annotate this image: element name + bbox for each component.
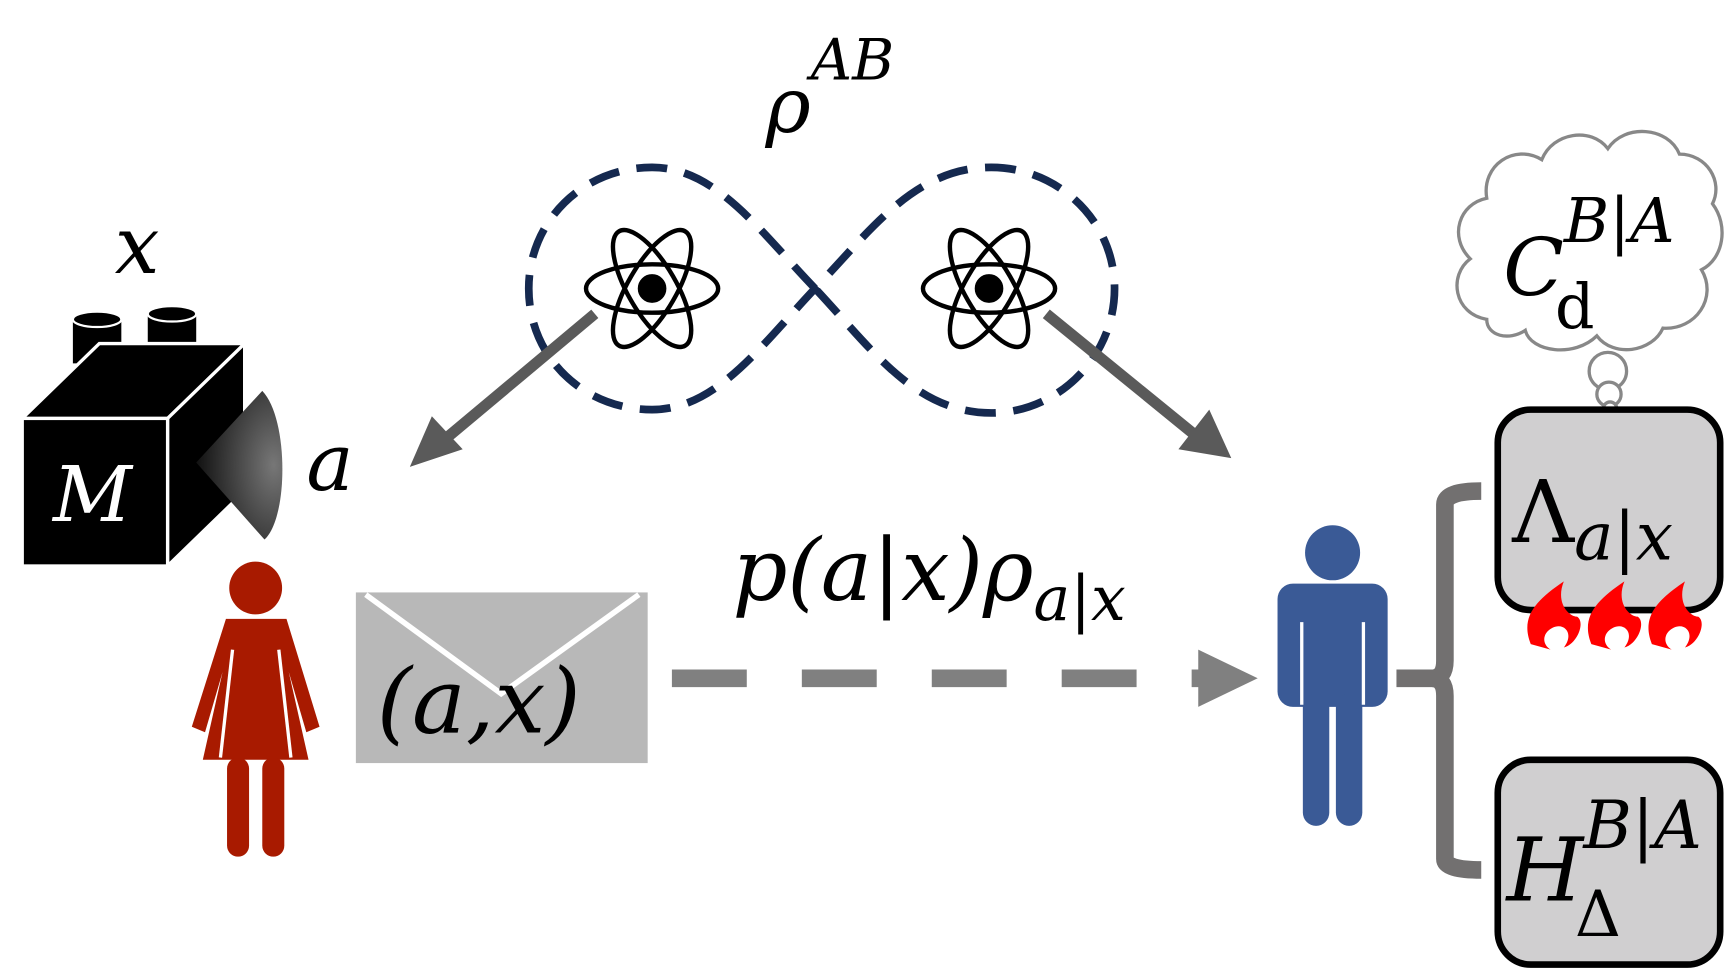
thought-label: CB|A bbox=[1503, 185, 1674, 314]
entropy-sub: Δ bbox=[1575, 878, 1621, 952]
bob-icon bbox=[1277, 525, 1388, 826]
assemblage-label: p(a|x)ρa|x bbox=[732, 521, 1125, 635]
entropy-box bbox=[1494, 756, 1724, 968]
device-label: M bbox=[51, 450, 134, 540]
envelope-icon bbox=[355, 592, 648, 764]
thought-cloud-icon bbox=[1455, 129, 1724, 417]
atom-icon-a bbox=[583, 227, 721, 350]
atom-icon-b bbox=[920, 227, 1058, 350]
arrow-to-bob bbox=[1042, 309, 1232, 459]
thought-sub: d bbox=[1555, 271, 1594, 343]
communication-arrow bbox=[671, 649, 1258, 707]
fire-icon bbox=[1527, 581, 1702, 650]
measurement-device-icon bbox=[18, 305, 283, 570]
message-label: (a,x) bbox=[377, 649, 581, 754]
brace bbox=[1396, 482, 1482, 879]
input-label: x bbox=[115, 199, 160, 292]
entanglement-loop bbox=[524, 163, 1119, 417]
output-label: a bbox=[306, 416, 353, 509]
arrow-to-alice bbox=[409, 309, 599, 467]
state-label: ρAB bbox=[764, 26, 894, 151]
entropy-label: HB|A bbox=[1505, 787, 1702, 922]
alice-icon bbox=[191, 561, 320, 857]
operator-label: Λa|x bbox=[1511, 463, 1673, 576]
